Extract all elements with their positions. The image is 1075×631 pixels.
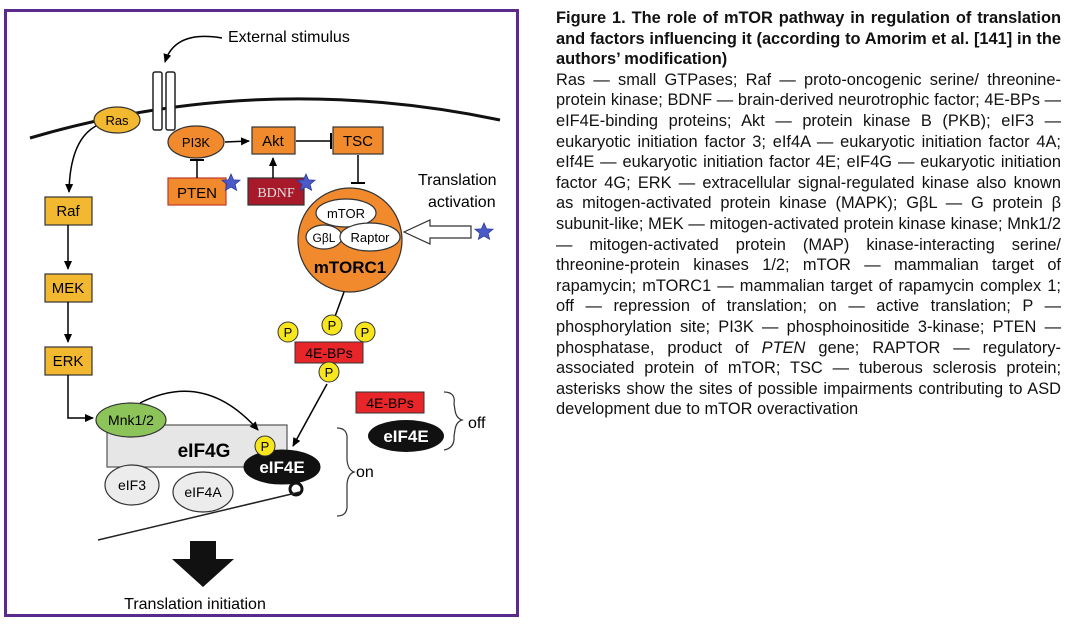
pathway-diagram: External stimulus Ras PI3K Akt TSC PTEN … — [29, 29, 501, 613]
eif3-node — [104, 464, 160, 506]
raf-label: Raf — [56, 203, 80, 220]
pi3k-node — [167, 125, 225, 159]
eif4e-phospho-circle — [254, 435, 276, 457]
phospho-label-4: P — [325, 365, 334, 380]
star-icons — [220, 173, 495, 241]
phospho-label-3: P — [361, 325, 370, 340]
eif4e-off-label: eIF4E — [383, 427, 428, 446]
phospho-circle-1 — [277, 321, 299, 343]
external-stimulus-label: External stimulus — [228, 29, 350, 46]
eif4e-node — [243, 449, 321, 485]
translation-down-arrow — [172, 541, 234, 587]
eif4g-label: eIF4G — [178, 441, 231, 462]
mrna-line — [97, 491, 301, 541]
figure-caption: Figure 1. The role of mTOR pathway in re… — [556, 8, 1061, 420]
erk-to-mnk-arrow — [67, 375, 94, 422]
caption-body: Ras — small GTPases; Raf — proto-oncogen… — [556, 70, 1061, 420]
akt-label: Akt — [262, 133, 285, 150]
star-icon — [295, 173, 317, 192]
phospho-label-1: P — [284, 325, 293, 340]
fourebps-off-node — [355, 391, 425, 414]
bdnf-node — [247, 177, 305, 206]
star-icon — [220, 173, 242, 192]
eif4e-off-node — [368, 420, 444, 452]
pten-label: PTEN — [177, 185, 217, 202]
caption-body-part-2: gene; RAPTOR — regulatory-associated pro… — [556, 338, 1061, 419]
stimulus-arrow — [163, 35, 223, 63]
off-label: off — [468, 415, 486, 432]
translation-activation-arrow — [402, 219, 472, 245]
on-brace — [336, 427, 356, 517]
pi3k-to-akt-arrow — [224, 137, 250, 146]
eif4e-phospho-label: P — [261, 439, 270, 454]
caption-title: Figure 1. The role of mTOR pathway in re… — [556, 9, 1061, 69]
gbl-label: GβL — [313, 231, 336, 245]
tsc-label: TSC — [343, 133, 373, 150]
raptor-subunit — [339, 222, 401, 252]
phospho-sites: P P P P — [277, 314, 376, 383]
translation-initiation-label: Translation initiation — [124, 596, 266, 613]
tsc-node — [332, 126, 384, 155]
translation-activation-label-1: Translation — [418, 172, 497, 189]
cell-membrane — [29, 97, 501, 140]
phospho-label-2: P — [328, 318, 337, 333]
raf-node — [44, 196, 93, 226]
mnk-node — [95, 402, 167, 438]
mnk-to-eif4e-arrow — [139, 390, 259, 431]
pi3k-label: PI3K — [182, 135, 211, 150]
mtor-subunit — [315, 198, 377, 228]
4ebps-to-eif4e-arrow — [292, 383, 328, 447]
akt-node — [251, 126, 296, 155]
figure-frame — [4, 9, 519, 617]
bdnf-label: BDNF — [257, 186, 295, 201]
phospho-circle-4 — [318, 361, 340, 383]
eif4e-label: eIF4E — [259, 458, 304, 477]
caption-body-italic: PTEN — [761, 338, 806, 357]
ras-node — [93, 106, 141, 134]
mek-node — [44, 273, 93, 303]
mtor-label: mTOR — [327, 206, 365, 221]
ras-label: Ras — [105, 113, 129, 128]
eif4a-node — [172, 471, 234, 513]
off-brace — [443, 391, 464, 451]
phospho-circle-3 — [354, 321, 376, 343]
phospho-circle-2 — [321, 314, 343, 336]
ras-to-raf-arrow — [65, 125, 97, 193]
receptor-icon — [152, 71, 176, 131]
star-icon — [473, 222, 495, 241]
caption-body-part-1: Ras — small GTPases; Raf — proto-oncogen… — [556, 70, 1061, 357]
eif3-label: eIF3 — [118, 477, 146, 493]
translation-activation-label-2: activation — [428, 194, 496, 211]
mtorc1-label: mTORC1 — [314, 258, 386, 277]
eif4a-label: eIF4A — [184, 484, 222, 500]
fourebps-off-label: 4E-BPs — [366, 395, 413, 411]
fourebps-label: 4E-BPs — [305, 345, 352, 361]
mek-label: MEK — [52, 280, 85, 297]
on-label: on — [356, 464, 374, 481]
erk-label: ERK — [53, 353, 84, 370]
mnk-label: Mnk1/2 — [108, 412, 154, 428]
raptor-label: Raptor — [350, 230, 390, 245]
